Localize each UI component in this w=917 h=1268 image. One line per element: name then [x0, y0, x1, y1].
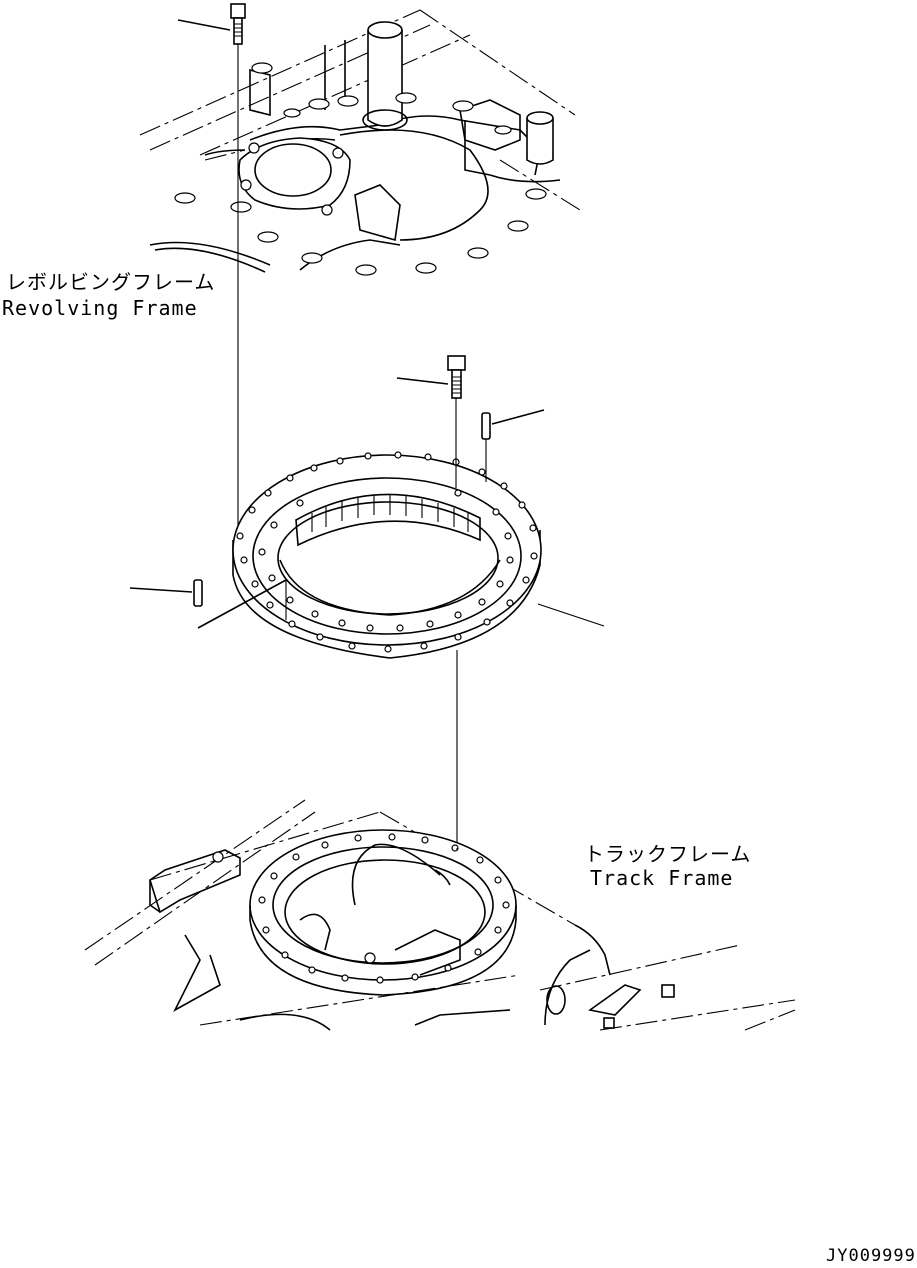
revolving-frame-assembly: [139, 9, 581, 276]
track-frame-assembly: [84, 799, 796, 1031]
track-ring-holes: [258, 833, 510, 984]
gear-teeth: [311, 495, 469, 532]
dowel-pin-left: [129, 579, 287, 629]
swing-circle-bearing: [232, 451, 605, 659]
frame-bolt: [177, 3, 246, 532]
ring-bolt-holes: [236, 451, 538, 653]
track-frame-label-en: Track Frame: [590, 866, 734, 890]
dowel-pin-right: [481, 409, 545, 482]
ring-bolt: [396, 355, 466, 488]
drawing-code: JY009999: [826, 1246, 916, 1266]
revolving-frame-label-jp: レボルビングフレーム: [6, 270, 216, 294]
revolving-frame-label-en: Revolving Frame: [2, 296, 198, 320]
track-frame-label-jp: トラックフレーム: [584, 842, 752, 866]
frame-bolt-holes: [174, 62, 547, 276]
